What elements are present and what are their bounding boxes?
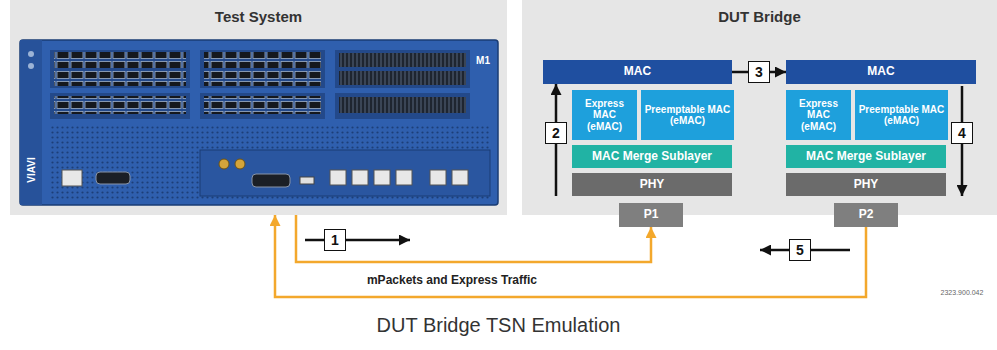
brand-mark: VIAVI bbox=[26, 157, 37, 182]
callout-number: 2 bbox=[552, 125, 560, 141]
box-label: P2 bbox=[859, 208, 874, 222]
emac-box: Preemptable MAC (eMAC) bbox=[855, 90, 948, 140]
panel-ground bbox=[10, 0, 507, 215]
emac-box: Express MAC (eMAC) bbox=[786, 90, 851, 140]
brand-mark: VIAVI bbox=[26, 157, 37, 182]
box-label: Preemptable MAC (eMAC) bbox=[644, 104, 731, 127]
mac-bar: MAC bbox=[543, 60, 732, 84]
box-label: MAC Merge Sublayer bbox=[592, 150, 712, 164]
phy-box: PHY bbox=[572, 173, 732, 196]
edge-label-box: 3 bbox=[748, 61, 770, 83]
figure-code: 2323.900.042 bbox=[941, 289, 984, 296]
bridge-panel: DUT BridgeMAC Express MAC (eMAC) Preemptab… bbox=[522, 0, 997, 215]
box-label: P1 bbox=[644, 208, 659, 222]
callout-number: 4 bbox=[958, 125, 966, 141]
edge-label: 3 bbox=[755, 64, 763, 80]
callout-number: 5 bbox=[796, 242, 804, 258]
box-label: MAC bbox=[624, 65, 651, 79]
merge-sublayer: MAC Merge Sublayer bbox=[786, 145, 946, 168]
callout-number: 1 bbox=[331, 232, 339, 248]
panel-title: DUT Bridge bbox=[522, 0, 997, 25]
box-label: MAC Merge Sublayer bbox=[806, 150, 926, 164]
mac-bar: MAC bbox=[786, 60, 976, 84]
test-instrument bbox=[20, 40, 498, 205]
callout-number: 1 bbox=[324, 229, 346, 251]
system-panel: Test System bbox=[10, 0, 507, 215]
emac-box: Express MAC (eMAC) bbox=[572, 90, 637, 140]
emac-box: Preemptable MAC (eMAC) bbox=[641, 90, 734, 140]
callout-number: 5 bbox=[789, 239, 811, 261]
edge-label-box: mPackets and Express Traffic bbox=[367, 273, 537, 287]
caption-box: DUT Bridge TSN Emulation bbox=[0, 314, 997, 337]
port-box: P2 bbox=[834, 203, 898, 227]
callout-number: 4 bbox=[951, 122, 973, 144]
edge-label: mPackets and Express Traffic bbox=[367, 273, 537, 287]
box-label: Preemptable MAC (eMAC) bbox=[858, 104, 945, 127]
box-label: Express MAC (eMAC) bbox=[789, 98, 848, 133]
merge-sublayer: MAC Merge Sublayer bbox=[572, 145, 732, 168]
traffic-line bbox=[296, 215, 651, 262]
caption: DUT Bridge TSN Emulation bbox=[377, 314, 621, 336]
phy-box: PHY bbox=[786, 173, 946, 196]
panel-title: Test System bbox=[10, 0, 507, 25]
port-box: P1 bbox=[619, 203, 683, 227]
flow-arrows bbox=[305, 84, 962, 250]
flow-arrow bbox=[305, 239, 410, 242]
figure-code: 2323.900.042 bbox=[941, 289, 984, 296]
traffic-line bbox=[275, 215, 866, 297]
panel-ground bbox=[522, 0, 997, 215]
box-label: PHY bbox=[640, 178, 665, 192]
box-label: PHY bbox=[854, 178, 879, 192]
callout-number: 2 bbox=[545, 122, 567, 144]
box-label: Express MAC (eMAC) bbox=[575, 98, 634, 133]
model-mark: M1 bbox=[476, 55, 490, 66]
model-mark: M1 bbox=[476, 55, 490, 66]
box-label: MAC bbox=[867, 65, 894, 79]
